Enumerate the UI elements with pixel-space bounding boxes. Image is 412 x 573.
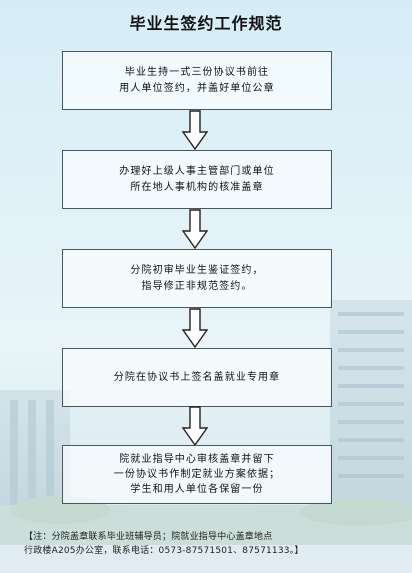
step-box-5: 院就业指导中心审核盖章并留下 一份协议书作制定就业方案依据； 学生和用人单位各保… bbox=[62, 445, 332, 504]
down-arrow-icon bbox=[182, 110, 208, 150]
down-arrow-icon bbox=[182, 308, 208, 348]
footnote: 【注：分院盖章联系毕业班辅导员；院就业指导中心盖章地点 行政楼A205办公室，联… bbox=[24, 530, 390, 558]
footnote-line-1: 【注：分院盖章联系毕业班辅导员；院就业指导中心盖章地点 bbox=[24, 532, 273, 542]
down-arrow-icon bbox=[182, 406, 208, 446]
step-box-1: 毕业生持一式三份协议书前往 用人单位签约，并盖好单位公章 bbox=[62, 51, 332, 110]
page-title: 毕业生签约工作规范 bbox=[129, 14, 283, 33]
step-box-2: 办理好上级人事主管部门或单位 所在地人事机构的核准盖章 bbox=[62, 150, 332, 209]
step-box-4: 分院在协议书上签名盖就业专用章 bbox=[62, 348, 332, 407]
down-arrow-icon bbox=[182, 209, 208, 249]
step-box-3: 分院初审毕业生鉴证签约， 指导修正非规范签约。 bbox=[62, 249, 332, 308]
footnote-line-2: 行政楼A205办公室，联系电话：0573-87571501、87571133。】 bbox=[24, 546, 304, 556]
